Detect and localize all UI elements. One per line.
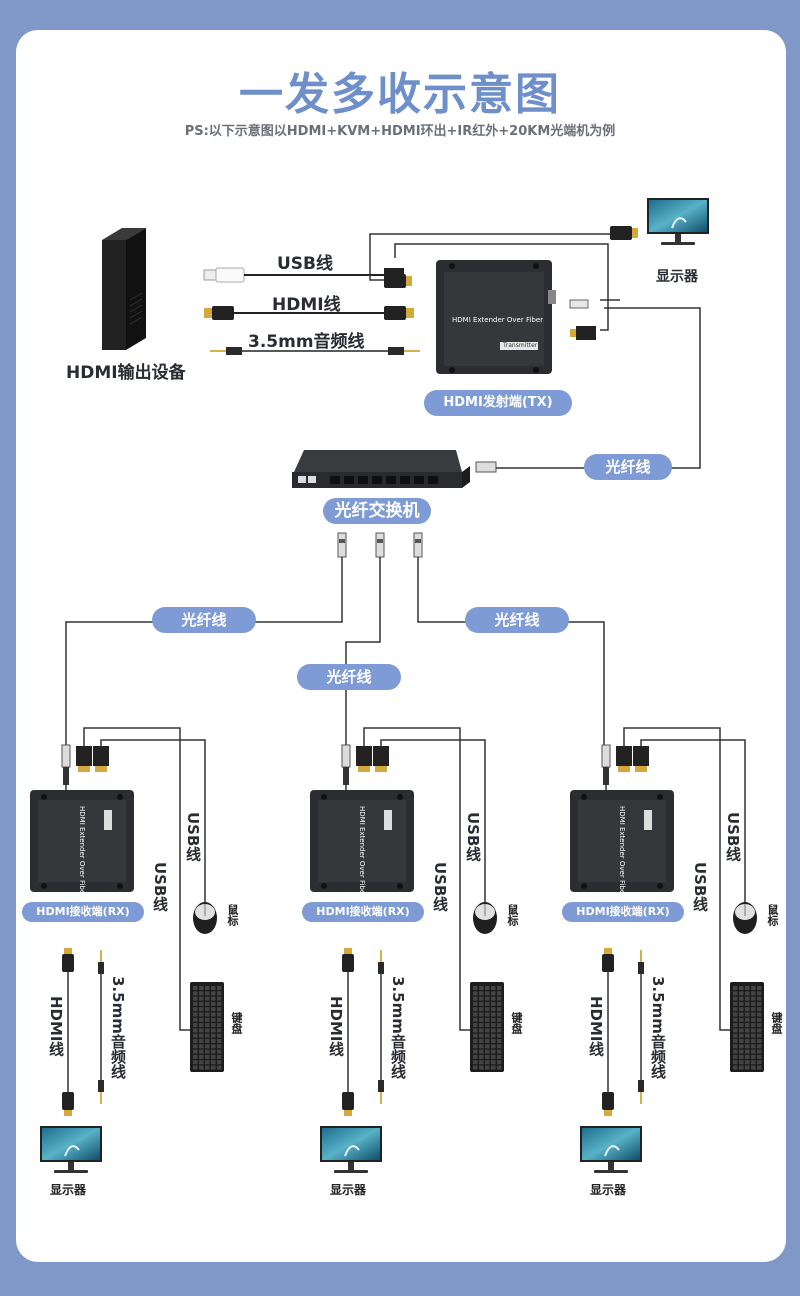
transmitter-device-icon	[436, 260, 556, 374]
usb-keyboard-label: USB线	[691, 862, 709, 912]
tx-tag: Transmitter	[503, 342, 538, 349]
rx-port-plug-icon	[93, 746, 109, 766]
rx-port-plug-icon	[76, 746, 92, 766]
switch-fiber-plug-icon	[475, 461, 497, 473]
page-subtitle: PS:以下示意图以HDMI+KVM+HDMI环出+IR红外+20KM光端机为例	[184, 124, 616, 139]
rx-audio-bottom-jack-icon	[98, 1080, 104, 1104]
rx-monitor-label: 显示器	[590, 1183, 627, 1197]
mouse-label: 鼠标	[226, 904, 239, 926]
page-title: 一发多收示意图	[239, 69, 561, 120]
receiver-1-graphics	[30, 727, 224, 1174]
rx-port-plug-icon	[633, 746, 649, 766]
rx-panel-text: HDMI Extender Over Fiber	[78, 806, 86, 898]
rx-audio-cable-label: 3.5mm音频线	[109, 976, 127, 1079]
rx-hdmi-top-plug-icon	[342, 948, 354, 972]
hdmi-cable-label: HDMI线	[272, 295, 341, 315]
tx-port-plugs-icon	[569, 299, 596, 340]
rx-hdmi-bottom-plug-icon	[602, 1092, 614, 1116]
rx-fiber-plug-icon	[601, 744, 611, 785]
rx-audio-cable-label: 3.5mm音频线	[649, 976, 667, 1079]
mouse-label: 鼠标	[766, 904, 779, 926]
rx-monitor-label: 显示器	[50, 1183, 87, 1197]
fiber-tx-label: 光纤线	[584, 454, 672, 480]
hdmi-cable-icon	[204, 306, 414, 320]
fiber-label-right: 光纤线	[465, 607, 569, 633]
rx-port-plug-icon	[356, 746, 372, 766]
rx-monitor-icon	[579, 1125, 643, 1174]
rx-label: HDMI接收端(RX)	[562, 902, 684, 922]
audio-cable-icon	[210, 347, 420, 355]
rx-fiber-plug-icon	[341, 744, 351, 785]
keyboard-icon	[730, 982, 764, 1072]
hdmi-plug-icon	[384, 274, 412, 288]
tx-monitor-label: 显示器	[656, 269, 698, 285]
rx-fiber-plug-icon	[61, 744, 71, 785]
mouse-icon	[473, 902, 497, 934]
fiber-label-left: 光纤线	[152, 607, 256, 633]
keyboard-icon	[190, 982, 224, 1072]
tx-monitor-hdmi-plug-icon	[610, 226, 638, 240]
rx-panel-text: HDMI Extender Over Fiber	[358, 806, 366, 898]
rx-monitor-icon	[39, 1125, 103, 1174]
keyboard-label: 键盘	[770, 1012, 783, 1034]
receiver-device-icon	[310, 790, 414, 892]
rx-monitor-label: 显示器	[330, 1183, 367, 1197]
audio-cable-label: 3.5mm音频线	[248, 332, 365, 352]
fiber-lines	[65, 557, 605, 745]
rx-hdmi-cable-label: HDMI线	[587, 996, 605, 1057]
rx-hdmi-top-plug-icon	[602, 948, 614, 972]
usb-mouse-label: USB线	[184, 812, 202, 862]
tx-panel-text: HDMI Extender Over Fiber	[452, 316, 544, 324]
rx-audio-top-jack-icon	[638, 950, 644, 974]
fiber-label-middle: 光纤线	[297, 664, 401, 690]
rx-hdmi-top-plug-icon	[62, 948, 74, 972]
keyboard-label: 键盘	[510, 1012, 523, 1034]
usb-mouse-label: USB线	[464, 812, 482, 862]
rx-monitor-icon	[319, 1125, 383, 1174]
receiver-device-icon	[570, 790, 674, 892]
usb-mouse-label: USB线	[724, 812, 742, 862]
source-device-label: HDMI输出设备	[66, 363, 186, 383]
rx-label: HDMI接收端(RX)	[22, 902, 144, 922]
pc-tower-icon	[102, 228, 146, 350]
switch-label: 光纤交换机	[323, 498, 431, 524]
rx-audio-cable-label: 3.5mm音频线	[389, 976, 407, 1079]
rx-hdmi-cable-label: HDMI线	[47, 996, 65, 1057]
rx-audio-bottom-jack-icon	[638, 1080, 644, 1104]
usb-keyboard-label: USB线	[431, 862, 449, 912]
receiver-3-graphics	[570, 727, 764, 1174]
fiber-switch-icon	[292, 450, 470, 488]
keyboard-label: 键盘	[230, 1012, 243, 1034]
mouse-icon	[193, 902, 217, 934]
receiver-device-icon	[30, 790, 134, 892]
keyboard-icon	[470, 982, 504, 1072]
rx-panel-text: HDMI Extender Over Fiber	[618, 806, 626, 898]
tx-monitor-icon	[646, 197, 710, 246]
rx-hdmi-cable-label: HDMI线	[327, 996, 345, 1057]
usb-keyboard-label: USB线	[151, 862, 169, 912]
mouse-label: 鼠标	[506, 904, 519, 926]
rx-port-plug-icon	[616, 746, 632, 766]
rx-port-plug-icon	[373, 746, 389, 766]
rx-hdmi-bottom-plug-icon	[62, 1092, 74, 1116]
mouse-icon	[733, 902, 757, 934]
rx-label: HDMI接收端(RX)	[302, 902, 424, 922]
usb-cable-label: USB线	[277, 254, 334, 274]
rx-audio-bottom-jack-icon	[378, 1080, 384, 1104]
receiver-2-graphics	[310, 727, 504, 1174]
rx-audio-top-jack-icon	[378, 950, 384, 974]
rx-hdmi-bottom-plug-icon	[342, 1092, 354, 1116]
tx-label: HDMI发射端(TX)	[424, 390, 572, 416]
rx-audio-top-jack-icon	[98, 950, 104, 974]
switch-output-plugs-icon	[337, 532, 423, 558]
